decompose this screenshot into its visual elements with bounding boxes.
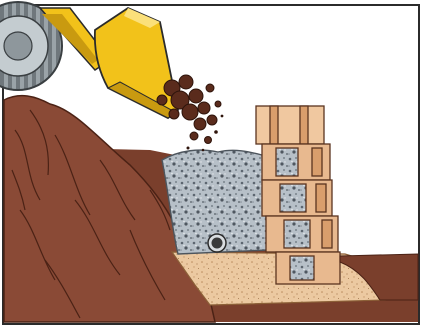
- wall-block-course-3: [262, 180, 332, 216]
- wall-block-base-course: [276, 252, 340, 284]
- drain-pipe: [208, 234, 226, 252]
- wall-block-course-2: [262, 144, 330, 180]
- wall-cap-block: [256, 106, 324, 144]
- wall-block-course-4: [266, 216, 338, 252]
